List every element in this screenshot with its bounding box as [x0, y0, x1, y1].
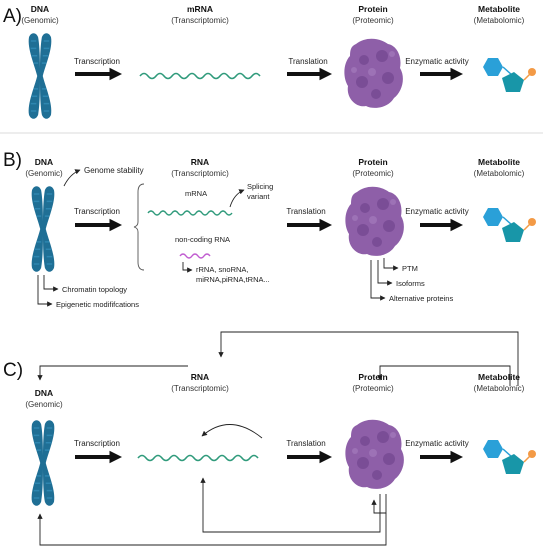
protein-blob-icon	[345, 419, 404, 489]
metabolite-to-protein-feedback-arrow	[377, 365, 511, 386]
dna-title: DNA	[35, 157, 53, 167]
splicing-arrow	[229, 189, 245, 208]
dna-chromosome-icon	[30, 419, 56, 507]
chromatin-label: Chromatin topology	[62, 285, 127, 294]
splicing-label-line2: variant	[247, 192, 270, 201]
isoforms-label: Isoforms	[396, 279, 425, 288]
protein-to-rna-feedback-arrow	[200, 477, 381, 533]
protein-title: Protein	[358, 4, 387, 14]
noncoding-rna-strand-icon	[179, 253, 211, 259]
metabolite-molecule-icon	[482, 439, 537, 475]
ptm-arrow	[383, 258, 399, 271]
splicing-label-line1: Splicing	[247, 182, 273, 191]
dna-title: DNA	[35, 388, 53, 398]
protein-subtitle: (Proteomic)	[352, 384, 394, 393]
chromatin-arrow	[43, 275, 59, 292]
rna-strand-icon	[137, 454, 259, 462]
metabolite-subtitle: (Metabolomic)	[474, 384, 525, 393]
dna-subtitle: (Genomic)	[21, 16, 59, 25]
genome-stability-arrow	[63, 169, 81, 187]
metabolite-title: Metabolite	[478, 157, 520, 167]
transcription-label: Transcription	[74, 207, 120, 216]
epigenetic-label: Epigenetic modififcations	[56, 300, 139, 309]
panel-b: B) DNA (Genomic) Genome stability Transc…	[3, 150, 537, 309]
rna-subtitle: (Transcriptomic)	[171, 169, 229, 178]
panel-c-letter: C)	[3, 360, 23, 381]
ncrna-types-line2: miRNA,piRNA,tRNA...	[196, 275, 270, 284]
rna-self-regulation-arrow	[201, 424, 263, 439]
metabolite-title: Metabolite	[478, 4, 520, 14]
rna-subtitle: (Transcriptomic)	[171, 384, 229, 393]
transcription-label: Transcription	[74, 439, 120, 448]
rna-title: RNA	[191, 372, 209, 382]
epigenetic-arrow	[37, 275, 53, 307]
dna-chromosome-icon	[27, 32, 53, 120]
panel-a: A) DNA (Genomic) mRNA (Transcriptomic) P…	[3, 4, 537, 120]
dna-chromosome-icon	[30, 185, 56, 273]
enzymatic-label: Enzymatic activity	[405, 207, 469, 216]
dna-title: DNA	[31, 4, 49, 14]
metabolite-title: Metabolite	[478, 372, 520, 382]
isoforms-arrow	[377, 260, 393, 286]
mrna-strand-icon	[139, 72, 261, 80]
panel-c: C) DNA (Genomic) RNA (Transcriptomic) Tr…	[3, 331, 537, 546]
translation-label: Translation	[288, 57, 327, 66]
panel-b-letter: B)	[3, 150, 22, 171]
panel-a-letter: A)	[3, 6, 22, 27]
transcription-label: Transcription	[74, 57, 120, 66]
metabolite-molecule-icon	[482, 207, 537, 243]
alternative-proteins-arrow	[370, 260, 386, 301]
genome-stability-label: Genome stability	[84, 166, 144, 175]
protein-blob-icon	[344, 38, 403, 108]
mrna-label: mRNA	[185, 189, 207, 198]
noncoding-rna-arrow	[182, 262, 193, 273]
mrna-title: mRNA	[187, 4, 213, 14]
alternative-proteins-label: Alternative proteins	[389, 294, 453, 303]
ptm-label: PTM	[402, 264, 418, 273]
metabolite-subtitle: (Metabolomic)	[474, 16, 525, 25]
enzymatic-label: Enzymatic activity	[405, 57, 469, 66]
dna-subtitle: (Genomic)	[25, 169, 63, 178]
noncoding-rna-label: non-coding RNA	[175, 235, 230, 244]
mrna-strand-icon	[147, 210, 233, 216]
translation-label: Translation	[286, 207, 325, 216]
protein-to-dna-feedback-arrow	[37, 513, 387, 546]
protein-blob-icon	[345, 186, 404, 256]
metabolite-molecule-icon	[482, 57, 537, 93]
translation-label: Translation	[286, 439, 325, 448]
protein-subtitle: (Proteomic)	[352, 16, 394, 25]
enzymatic-label: Enzymatic activity	[405, 439, 469, 448]
protein-subtitle: (Proteomic)	[352, 169, 394, 178]
metabolite-subtitle: (Metabolomic)	[474, 169, 525, 178]
rna-title: RNA	[191, 157, 209, 167]
ncrna-types-line1: rRNA, snoRNA,	[196, 265, 249, 274]
protein-title: Protein	[358, 372, 387, 382]
protein-title: Protein	[358, 157, 387, 167]
mrna-subtitle: (Transcriptomic)	[171, 16, 229, 25]
dna-subtitle: (Genomic)	[25, 400, 63, 409]
rna-brace	[133, 183, 145, 271]
metabolite-to-rna-feedback-arrow	[218, 331, 519, 386]
rna-to-dna-feedback-arrow	[37, 365, 188, 381]
